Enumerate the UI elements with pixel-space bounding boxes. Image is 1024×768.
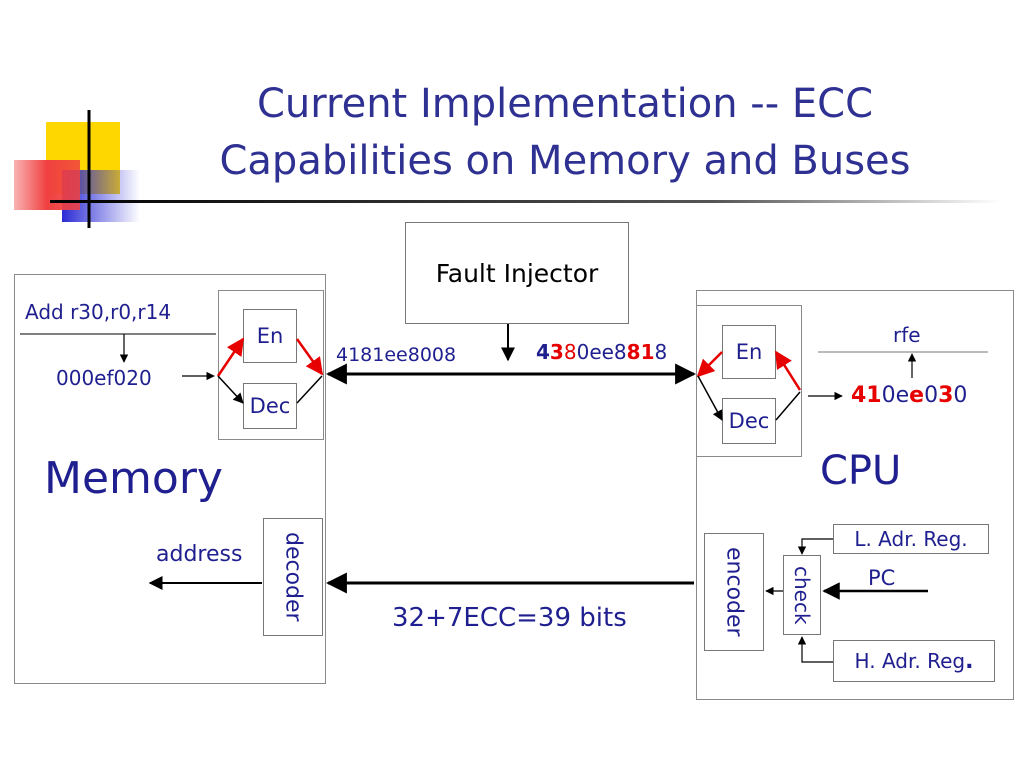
cpu-encoder-box: En	[722, 325, 776, 379]
memory-en-label: En	[256, 324, 284, 348]
memory-decode-out	[296, 375, 323, 404]
pc-label: PC	[868, 566, 896, 590]
cpu-encode-in	[696, 351, 723, 378]
low-addr-reg-box: L. Adr. Reg.	[833, 524, 989, 554]
cpu-ecc-unit	[696, 305, 802, 457]
injected-part-3: 8	[563, 340, 577, 364]
high-addr-reg-label: H. Adr. Reg	[854, 649, 966, 673]
memory-instruction: Add r30,r0,r14	[25, 300, 172, 324]
rfe-label: rfe	[893, 323, 921, 347]
injected-part-6: 81	[626, 340, 655, 364]
decoded-part-6: 0	[953, 383, 968, 408]
injected-part-4: 0	[576, 340, 590, 364]
address-decoder-label: decoder	[280, 532, 306, 622]
address-encoder-label: encoder	[721, 547, 747, 637]
decoded-part-1: 41	[851, 383, 882, 408]
decoded-part-4: 0	[924, 383, 939, 408]
cpu-decode-in	[697, 375, 723, 421]
cpu-label: CPU	[820, 448, 902, 494]
address-width-label: 32+7ECC=39 bits	[392, 603, 627, 633]
high-addr-reg-period: .	[965, 648, 974, 674]
bus-word-from-memory: 4181ee8008	[336, 344, 457, 366]
address-decoder-box: decoder	[263, 518, 323, 636]
cpu-dec-label: Dec	[728, 409, 770, 433]
address-label: address	[156, 542, 243, 567]
decoded-part-2: 0e	[881, 383, 910, 408]
cpu-block	[696, 290, 1014, 700]
injected-part-7: 8	[654, 340, 668, 364]
injected-part-2: 3	[549, 340, 564, 364]
memory-encoder-box: En	[243, 309, 297, 363]
slide-title-line2: Capabilities on Memory and Buses	[219, 138, 911, 184]
address-check-box: check	[783, 555, 821, 635]
memory-encode-out	[295, 338, 324, 376]
memory-block	[14, 274, 326, 684]
low-addr-to-check-arrow	[797, 538, 833, 555]
memory-encode-in	[216, 337, 245, 377]
injected-part-1: 4	[536, 340, 550, 364]
low-addr-reg-label: L. Adr. Reg.	[854, 527, 968, 551]
cpu-decoded-word: 410ee030	[851, 383, 967, 408]
fault-injector-box: Fault Injector	[405, 222, 629, 324]
address-encoder-box: encoder	[704, 533, 764, 651]
title-underline	[50, 200, 1000, 203]
memory-ecc-unit	[218, 290, 324, 440]
address-check-label: check	[790, 565, 814, 625]
slide-title: Current Implementation -- ECC Capabiliti…	[150, 76, 980, 190]
memory-label: Memory	[44, 453, 223, 504]
decoded-part-3: e	[909, 383, 925, 408]
cpu-decoder-box: Dec	[722, 398, 776, 444]
slide-title-line1: Current Implementation -- ECC	[257, 81, 873, 127]
injected-part-5: ee8	[589, 340, 627, 364]
cpu-encode-out	[774, 350, 802, 391]
decoded-part-5: 3	[938, 383, 954, 408]
memory-dec-label: Dec	[249, 394, 291, 418]
cpu-en-label: En	[735, 340, 763, 364]
high-addr-to-check-arrow	[797, 636, 833, 663]
bus-injected-word: 4380ee8818	[536, 340, 667, 364]
memory-decode-in	[217, 375, 244, 404]
memory-decoder-box: Dec	[243, 383, 297, 429]
high-addr-reg-box: H. Adr. Reg .	[833, 640, 995, 682]
fault-injector-label: Fault Injector	[435, 258, 599, 288]
memory-encoded-value: 000ef020	[56, 366, 152, 390]
cpu-decode-out	[775, 391, 801, 421]
